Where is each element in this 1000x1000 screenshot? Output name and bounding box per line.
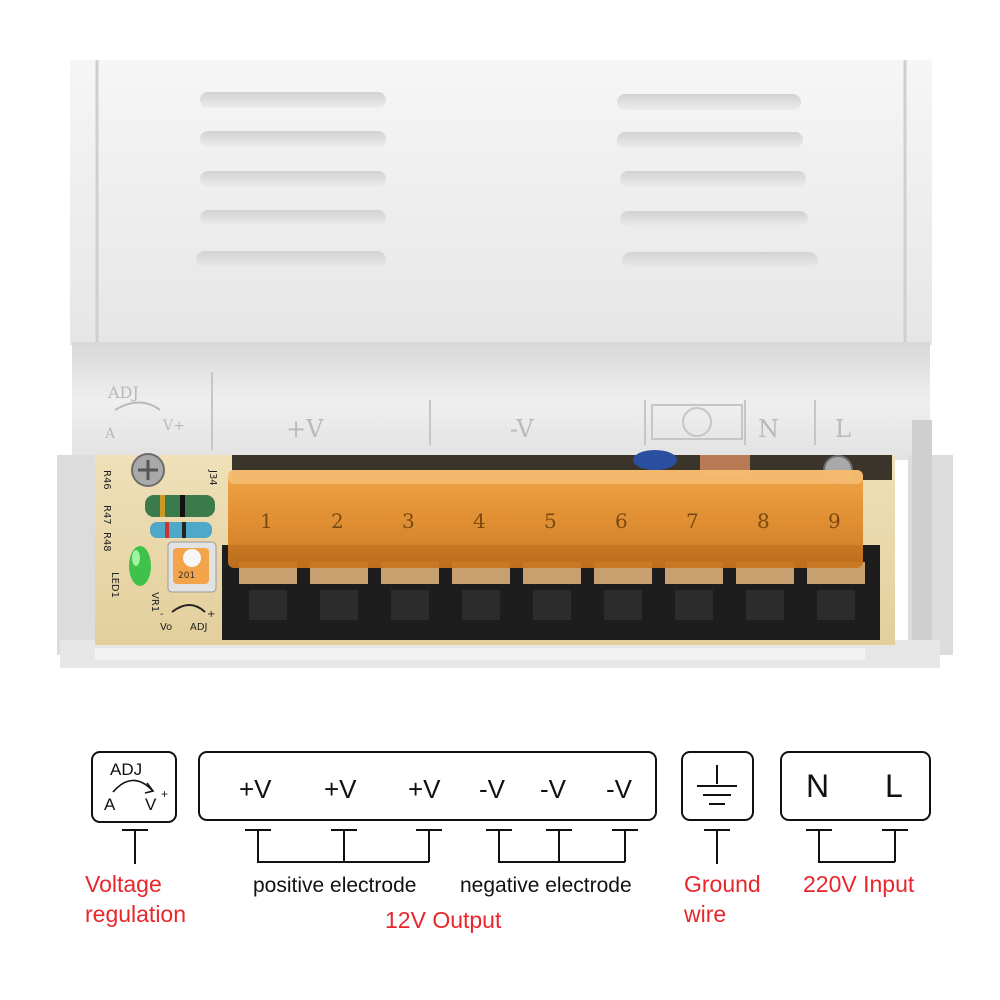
terminal-number: 2 bbox=[331, 509, 344, 533]
terminal-number: 7 bbox=[686, 509, 699, 533]
terminal-number: 8 bbox=[757, 509, 770, 533]
output-plus-v-label: +V bbox=[324, 774, 357, 804]
output-minus-v-label: -V bbox=[479, 774, 506, 804]
case-front-panel bbox=[72, 342, 930, 460]
output-voltage-label: 12V Output bbox=[385, 907, 502, 933]
resistor-r48 bbox=[150, 522, 212, 538]
case-top bbox=[70, 60, 932, 345]
adj-box-plus-text: + bbox=[161, 787, 168, 801]
pcb-plus-label: + bbox=[207, 609, 215, 620]
pcb-adj-label: ADJ bbox=[190, 622, 208, 633]
ground-wire-label-line1: Ground bbox=[684, 871, 761, 897]
terminal-number: 4 bbox=[473, 509, 486, 533]
output-terminal-box bbox=[198, 751, 657, 821]
vent-slots-right bbox=[617, 94, 818, 270]
terminal-number: 3 bbox=[402, 509, 415, 533]
terminal-number: 9 bbox=[828, 509, 841, 533]
case-n-label: N bbox=[758, 415, 779, 443]
pot-value-label: 201 bbox=[178, 571, 195, 581]
adj-box-adj-text: ADJ bbox=[110, 760, 142, 779]
pcb-r48-label: R48 bbox=[101, 532, 112, 552]
pcb-j34-label: J34 bbox=[207, 469, 218, 486]
case-embossed-labels: ADJ A V+ +V -V N L bbox=[104, 372, 851, 450]
negative-connector-lines bbox=[486, 829, 638, 863]
case-minus-v-label: -V bbox=[510, 415, 534, 443]
positive-connector-lines bbox=[245, 829, 442, 863]
terminal-legend-diagram: ADJ A V + +V+V+V-V-V-V N L Voltage regul… bbox=[85, 751, 931, 933]
pcb-r46-label: R46 bbox=[101, 470, 112, 490]
negative-electrode-label: negative electrode bbox=[460, 874, 632, 897]
ground-symbol-box bbox=[681, 751, 754, 821]
adj-box-a-text: A bbox=[104, 795, 116, 814]
input-l-label: L bbox=[885, 768, 903, 804]
pcb-led1-label: LED1 bbox=[109, 572, 120, 598]
output-plus-v-label: +V bbox=[408, 774, 441, 804]
voltage-regulation-label-line2: regulation bbox=[85, 901, 186, 927]
voltage-regulation-label-line1: Voltage bbox=[85, 871, 162, 897]
input-terminal-box bbox=[780, 751, 931, 821]
vent-slots-left bbox=[196, 92, 386, 269]
pcb-vr1-label: VR1 bbox=[149, 592, 160, 612]
terminal-number: 5 bbox=[544, 509, 557, 533]
terminal-number: 6 bbox=[615, 509, 628, 533]
input-voltage-label: 220V Input bbox=[803, 871, 915, 897]
power-supply-photo: ADJ A V+ +V -V N L 201 R46 R47 R48 bbox=[57, 60, 953, 668]
input-connector-lines bbox=[806, 829, 908, 863]
ground-wire-label-line2: wire bbox=[683, 901, 726, 927]
case-adj-v-label: V+ bbox=[162, 418, 185, 434]
ground-icon bbox=[697, 765, 737, 805]
case-l-label: L bbox=[835, 415, 851, 443]
case-adj-label: ADJ bbox=[107, 383, 139, 402]
pcb-r47-label: R47 bbox=[101, 505, 112, 525]
green-led bbox=[129, 546, 151, 586]
adj-box-v-text: V bbox=[145, 795, 157, 814]
positive-electrode-label: positive electrode bbox=[253, 874, 416, 897]
case-plus-v-label: +V bbox=[286, 415, 324, 443]
output-minus-v-label: -V bbox=[606, 774, 633, 804]
terminal-amber-cover bbox=[228, 470, 863, 568]
output-plus-v-label: +V bbox=[239, 774, 272, 804]
pcb-vo-label: Vo bbox=[160, 622, 172, 633]
case-adj-a-label: A bbox=[104, 426, 116, 442]
terminal-number: 1 bbox=[260, 509, 273, 533]
adj-symbol-box: ADJ A V + bbox=[91, 751, 177, 823]
pcb-minus-label: - bbox=[160, 609, 164, 620]
input-n-label: N bbox=[806, 768, 829, 804]
output-minus-v-label: -V bbox=[540, 774, 567, 804]
